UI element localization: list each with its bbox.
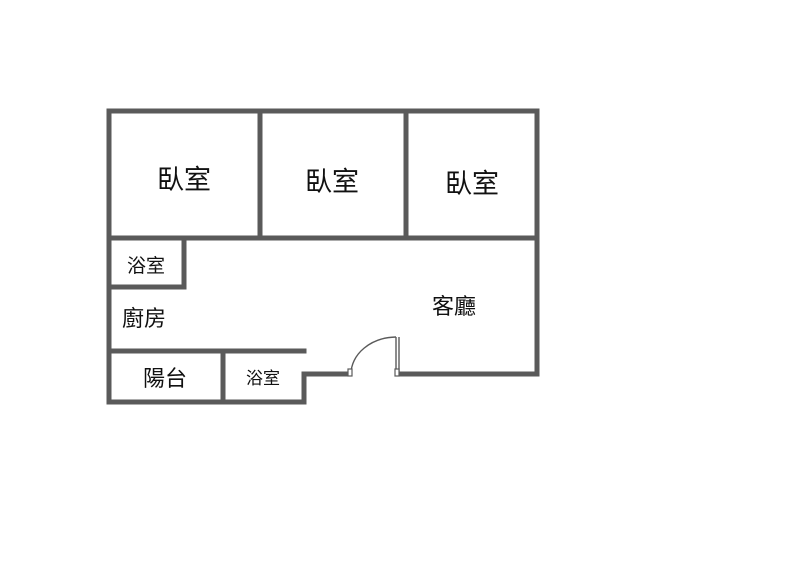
- room-label-bathroom-upper: 浴室: [127, 255, 165, 277]
- room-label-living-room: 客廳: [432, 295, 476, 320]
- door-jamb-right: [394, 368, 400, 377]
- entrance-door[interactable]: [347, 336, 400, 377]
- room-labels: 臥室 臥室 臥室 浴室 廚房 客廳 陽台 浴室: [122, 165, 499, 392]
- interior-walls: [106, 108, 540, 405]
- room-label-balcony: 陽台: [143, 367, 187, 392]
- room-label-bedroom-2: 臥室: [305, 167, 359, 198]
- door-jamb-left: [347, 368, 353, 377]
- door-swing-arc: [350, 336, 397, 375]
- outer-walls: [106, 108, 540, 405]
- room-label-bathroom-lower: 浴室: [246, 369, 280, 389]
- room-label-kitchen: 廚房: [122, 307, 166, 332]
- room-label-bedroom-1: 臥室: [157, 165, 211, 196]
- room-label-bedroom-3: 臥室: [445, 169, 499, 200]
- wall-upper-bathroom: [106, 235, 187, 290]
- wall-outer-main: [106, 108, 540, 405]
